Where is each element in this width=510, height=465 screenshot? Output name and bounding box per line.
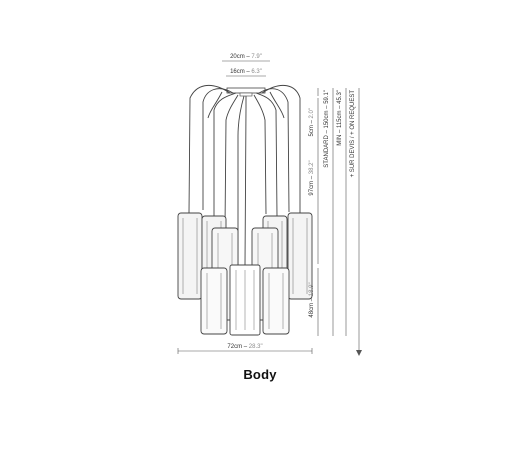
shade-height-label: 48cm – 18.9" (309, 282, 315, 317)
canopy-inner-dimension: 16cm – 6.3" (226, 69, 266, 77)
shade-center (229, 264, 261, 336)
canopy-outer-label: 20cm – 7.9" (230, 54, 262, 60)
cluster-height-label: 97cm – 38.2" (309, 160, 315, 195)
width-dimension: 72cm – 28.3" (177, 344, 313, 354)
canopy-height-label: 5cm – 2.0" (309, 108, 315, 137)
cable-standard-label: STANDARD – 150cm – 59.1" (324, 90, 330, 168)
diagram-caption: Body (243, 367, 277, 382)
ceiling-canopy (226, 87, 266, 97)
lamp-shades (177, 212, 313, 336)
shade-outer-right (287, 212, 313, 300)
height-dimension-lines (317, 88, 362, 356)
canopy-outer-dimension: 20cm – 7.9" (222, 54, 270, 62)
shade-lower-left (200, 267, 228, 335)
canopy-inner-label: 16cm – 6.3" (230, 69, 262, 75)
cable-on-request-label: + SUR DEVIS / + ON REQUEST (350, 90, 356, 178)
shade-outer-left (177, 212, 203, 300)
width-label: 72cm – 28.3" (227, 344, 262, 350)
cable-min-label: MIN – 115cm – 45.3" (337, 90, 343, 146)
suspension-cables (188, 84, 301, 266)
shade-lower-right (262, 267, 290, 335)
